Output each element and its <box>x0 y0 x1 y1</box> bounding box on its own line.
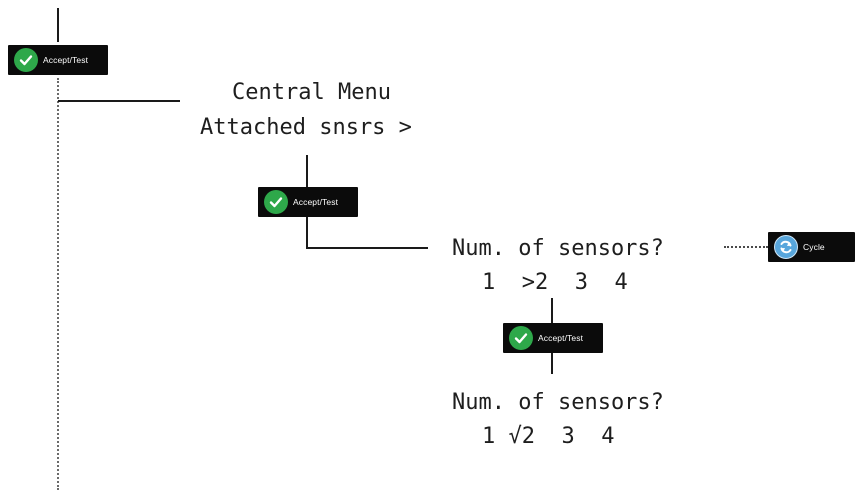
cycle-label: Cycle <box>803 242 825 252</box>
accept-test-button-1[interactable]: Accept/Test <box>8 45 108 75</box>
checkmark-icon <box>264 190 288 214</box>
accept-test-label: Accept/Test <box>43 55 89 65</box>
accept-test-label: Accept/Test <box>538 333 584 343</box>
accept-test-button-2[interactable]: Accept/Test <box>258 187 358 217</box>
sensor-count-question-1: Num. of sensors? <box>452 236 664 261</box>
accept-test-label: Accept/Test <box>293 197 339 207</box>
sensor-count-question-2: Num. of sensors? <box>452 390 664 415</box>
connector-accept-to-prompt-vertical <box>306 217 308 249</box>
sensor-count-options-1: 1 >2 3 4 <box>482 270 628 295</box>
cycle-link-dotted <box>724 246 768 248</box>
checkmark-icon <box>509 326 533 350</box>
branch-to-central-menu <box>58 100 180 102</box>
cycle-button[interactable]: Cycle <box>768 232 855 262</box>
flow-line-dotted-main <box>57 78 59 490</box>
checkmark-icon <box>14 48 38 72</box>
sensor-count-options-2: 1 √2 3 4 <box>482 424 615 449</box>
connector-accept-to-prompt-2 <box>551 353 553 374</box>
central-menu-title: Central Menu <box>232 80 391 105</box>
accept-test-button-3[interactable]: Accept/Test <box>503 323 603 353</box>
refresh-cycle-icon <box>774 235 798 259</box>
flow-line-top <box>57 8 59 42</box>
connector-central-to-accept <box>306 155 308 187</box>
connector-options-to-accept <box>551 298 553 323</box>
connector-accept-to-prompt-horizontal <box>306 247 428 249</box>
attached-sensors-item: Attached snsrs > <box>200 115 412 140</box>
